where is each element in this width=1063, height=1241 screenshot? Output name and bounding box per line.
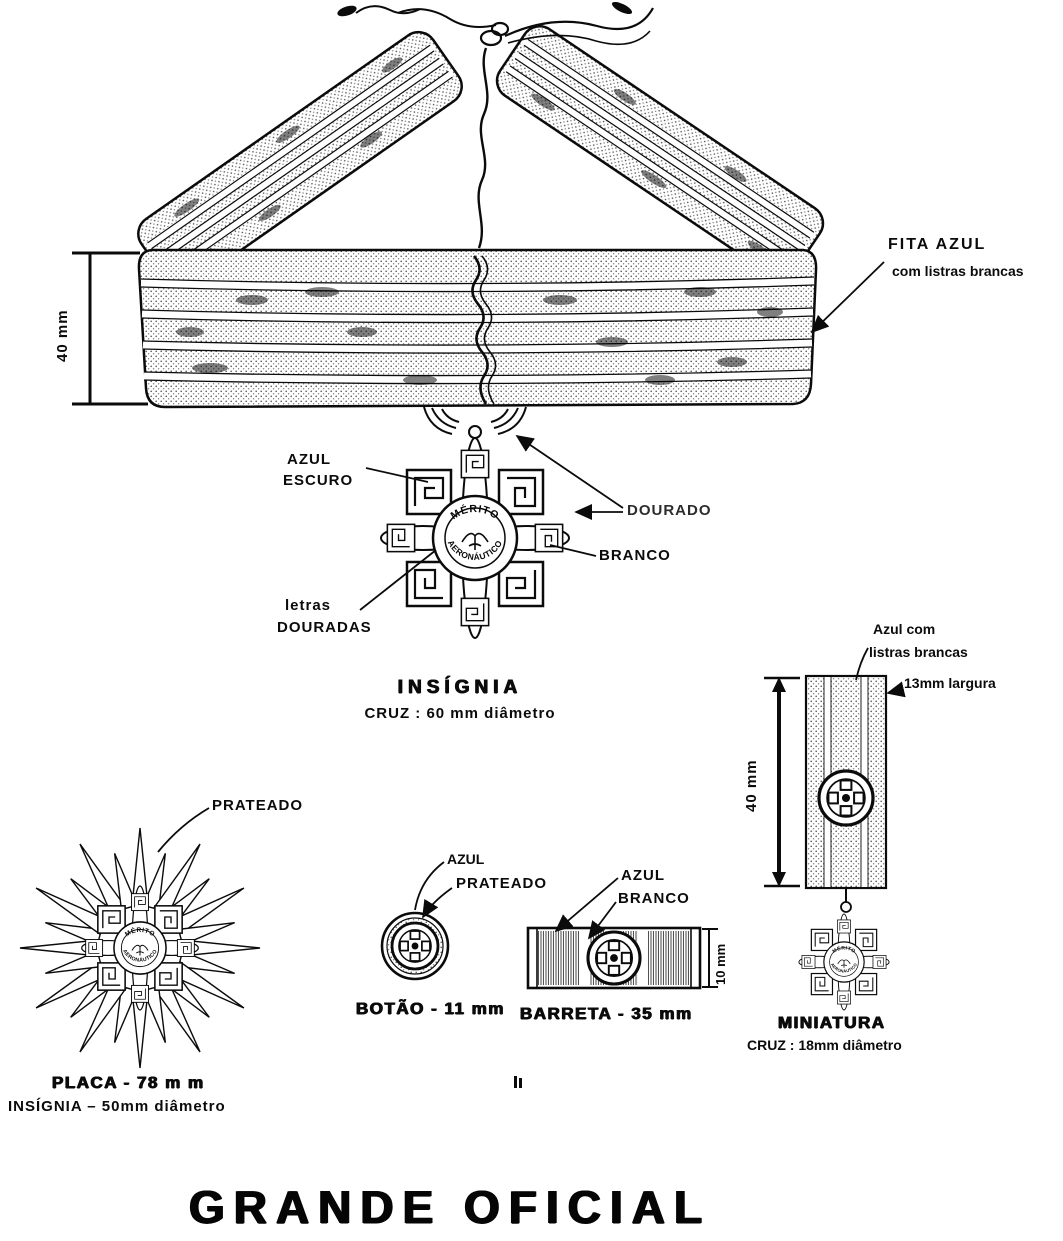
barreta-caption: BARRETA - 35 mm (520, 1004, 693, 1023)
barreta-dimension-marker (702, 928, 718, 988)
callout-letras-line2: DOURADAS (277, 619, 372, 636)
callout-prateado-placa: PRATEADO (212, 797, 304, 814)
placa-drawing (19, 827, 261, 1069)
callout-letras-line1: letras (285, 597, 332, 614)
callout-barreta-azul: AZUL (621, 867, 665, 884)
callout-miniatura-ribbon-line1: Azul com (873, 621, 936, 637)
leader-barreta-azul (554, 877, 619, 933)
miniatura-caption-size: CRUZ : 18mm diâmetro (747, 1037, 902, 1053)
leader-lines (157, 261, 906, 940)
grade-title: GRANDE OFICIAL (188, 1181, 712, 1233)
insignia-cross-drawing (381, 438, 569, 638)
leader-azul-escuro (365, 467, 429, 483)
insignia-caption-title: INSÍGNIA (397, 677, 523, 698)
callout-botao-azul: AZUL (447, 851, 485, 867)
insignia-caption-size: CRUZ : 60 mm diâmetro (364, 705, 556, 722)
miniatura-caption-title: MINIATURA (778, 1013, 886, 1032)
leader-miniatura-azul (855, 647, 869, 681)
tying-cord (337, 1, 654, 439)
leader-miniatura-largura (886, 681, 906, 698)
leader-dourado-2 (515, 434, 624, 509)
callout-azul-escuro-line2: ESCURO (283, 472, 354, 489)
callout-azul-escuro-line1: AZUL (287, 451, 331, 468)
miniatura-dimension-marker (764, 676, 800, 888)
ink-smudge (514, 1076, 522, 1088)
callout-fita-azul-line2: com listras brancas (892, 263, 1024, 279)
callout-dourado: DOURADO (627, 502, 712, 519)
leader-botao-prateado (422, 887, 453, 919)
botao-drawing (380, 911, 450, 981)
callout-miniatura-ribbon-line2: listras brancas (869, 644, 968, 660)
callout-branco: BRANCO (599, 547, 671, 564)
leader-barreta-branco (587, 901, 617, 940)
leader-botao-azul (414, 861, 445, 911)
placa-caption-line1: PLACA - 78 m m (52, 1073, 205, 1092)
leader-branco (549, 544, 597, 557)
leader-prateado-placa (157, 807, 210, 853)
callout-barreta-branco: BRANCO (618, 890, 690, 907)
placa-caption-line2: INSÍGNIA – 50mm diâmetro (8, 1098, 226, 1115)
callout-fita-azul-line1: FITA AZUL (888, 236, 987, 253)
callout-miniatura-width: 13mm largura (904, 675, 996, 691)
collar-ribbon-drawing (137, 1, 825, 439)
barreta-dimension-label: 10 mm (713, 943, 728, 985)
collar-dimension-marker (72, 251, 148, 406)
callout-botao-prateado: PRATEADO (456, 875, 548, 892)
leader-letras-douradas (359, 549, 437, 611)
miniatura-dimension-label: 40 mm (743, 759, 760, 812)
collar-dimension-label: 40 mm (54, 309, 71, 362)
botao-caption: BOTÃO - 11 mm (356, 999, 505, 1018)
barreta-drawing (526, 926, 702, 990)
miniatura-drawing (799, 674, 889, 1010)
leader-fita-azul (810, 261, 885, 334)
